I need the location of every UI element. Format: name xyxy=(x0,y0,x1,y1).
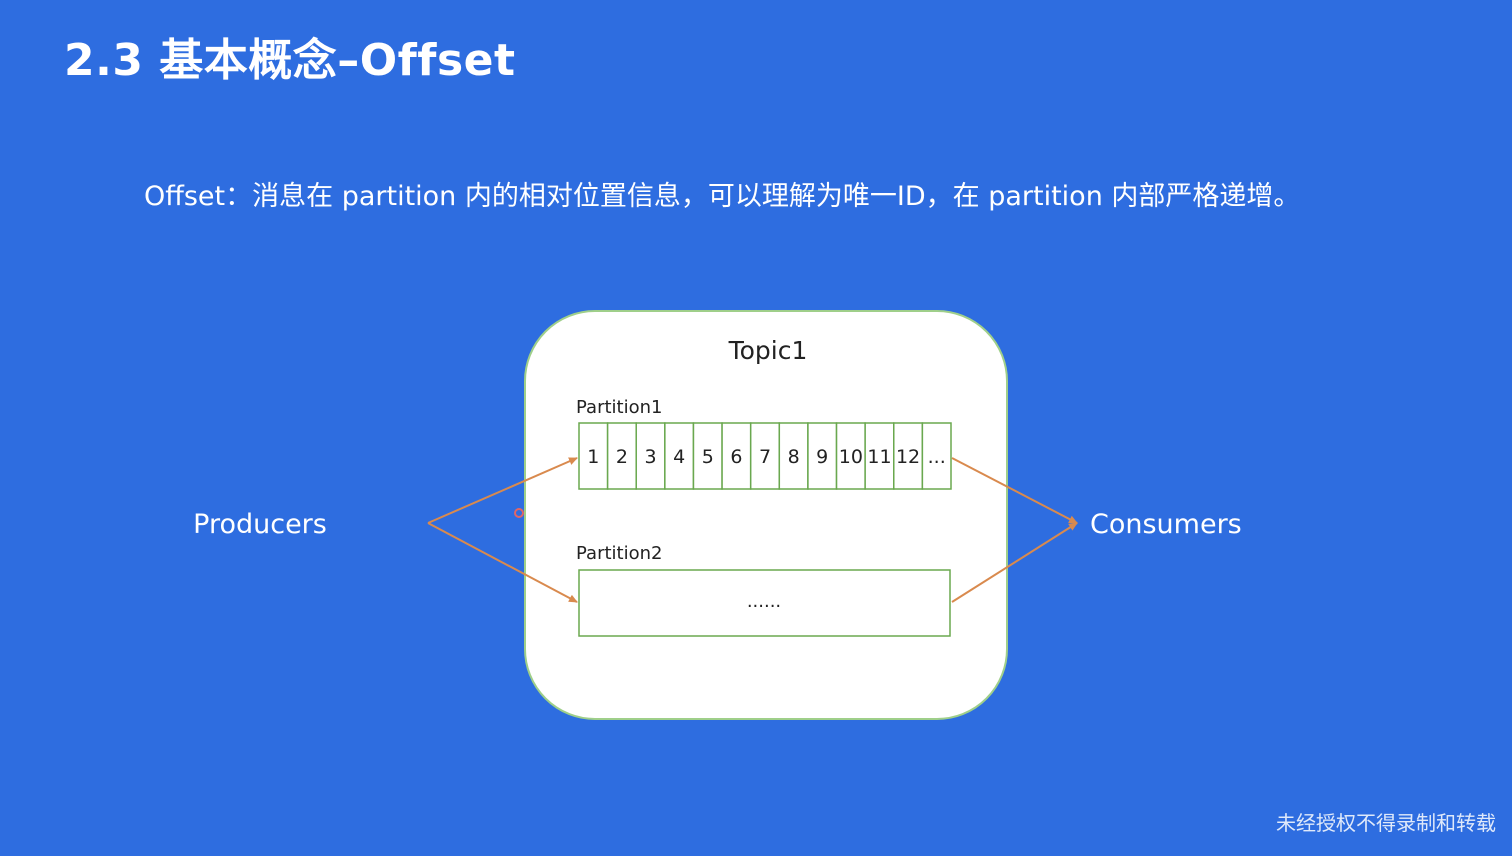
topic-label: Topic1 xyxy=(728,336,808,365)
offset-cell xyxy=(578,422,609,490)
offset-cell-label: 5 xyxy=(702,446,714,468)
offset-cell xyxy=(692,422,723,490)
offset-cell xyxy=(807,422,838,490)
producer-arrow-partition2 xyxy=(427,522,578,603)
offset-cell-label: 9 xyxy=(816,446,828,468)
offset-cell xyxy=(721,422,752,490)
partition2-label: Partition2 xyxy=(576,543,662,564)
offset-cell-label: 2 xyxy=(616,446,628,468)
offset-cell-label: 8 xyxy=(788,446,800,468)
cursor-dot xyxy=(514,508,524,518)
offset-cell-label: 3 xyxy=(644,446,656,468)
offset-cell-label: 7 xyxy=(759,446,771,468)
offset-cell-label: ... xyxy=(928,446,946,468)
offset-cell-label: 1 xyxy=(587,446,599,468)
offset-cell-label: 4 xyxy=(673,446,685,468)
offset-cell xyxy=(921,422,952,490)
offset-cell-label: 10 xyxy=(839,446,863,468)
partition2-box xyxy=(578,569,951,637)
offset-cell-label: 11 xyxy=(867,446,891,468)
topic-box xyxy=(524,310,1008,720)
partition1-label: Partition1 xyxy=(576,397,662,418)
offset-cell-label: 6 xyxy=(730,446,742,468)
consumer-arrow-partition2 xyxy=(951,522,1078,603)
slide-title: 2.3 基本概念–Offset xyxy=(64,35,516,86)
offset-cell xyxy=(664,422,695,490)
consumers-label: Consumers xyxy=(1090,509,1242,540)
offset-cell xyxy=(749,422,781,490)
consumer-arrow-partition1 xyxy=(951,457,1078,524)
offset-cell xyxy=(835,422,866,490)
producer-arrow-partition1 xyxy=(427,457,578,524)
producers-label: Producers xyxy=(193,509,327,540)
offset-cell-label: 12 xyxy=(896,446,920,468)
offset-cell xyxy=(893,422,924,490)
watermark: 未经授权不得录制和转载 xyxy=(1276,811,1496,835)
partition2-ellipsis: ...... xyxy=(747,591,781,612)
offset-cell xyxy=(778,422,809,490)
offset-definition: Offset：消息在 partition 内的相对位置信息，可以理解为唯一ID，… xyxy=(144,181,1301,212)
offset-cell xyxy=(864,422,895,490)
